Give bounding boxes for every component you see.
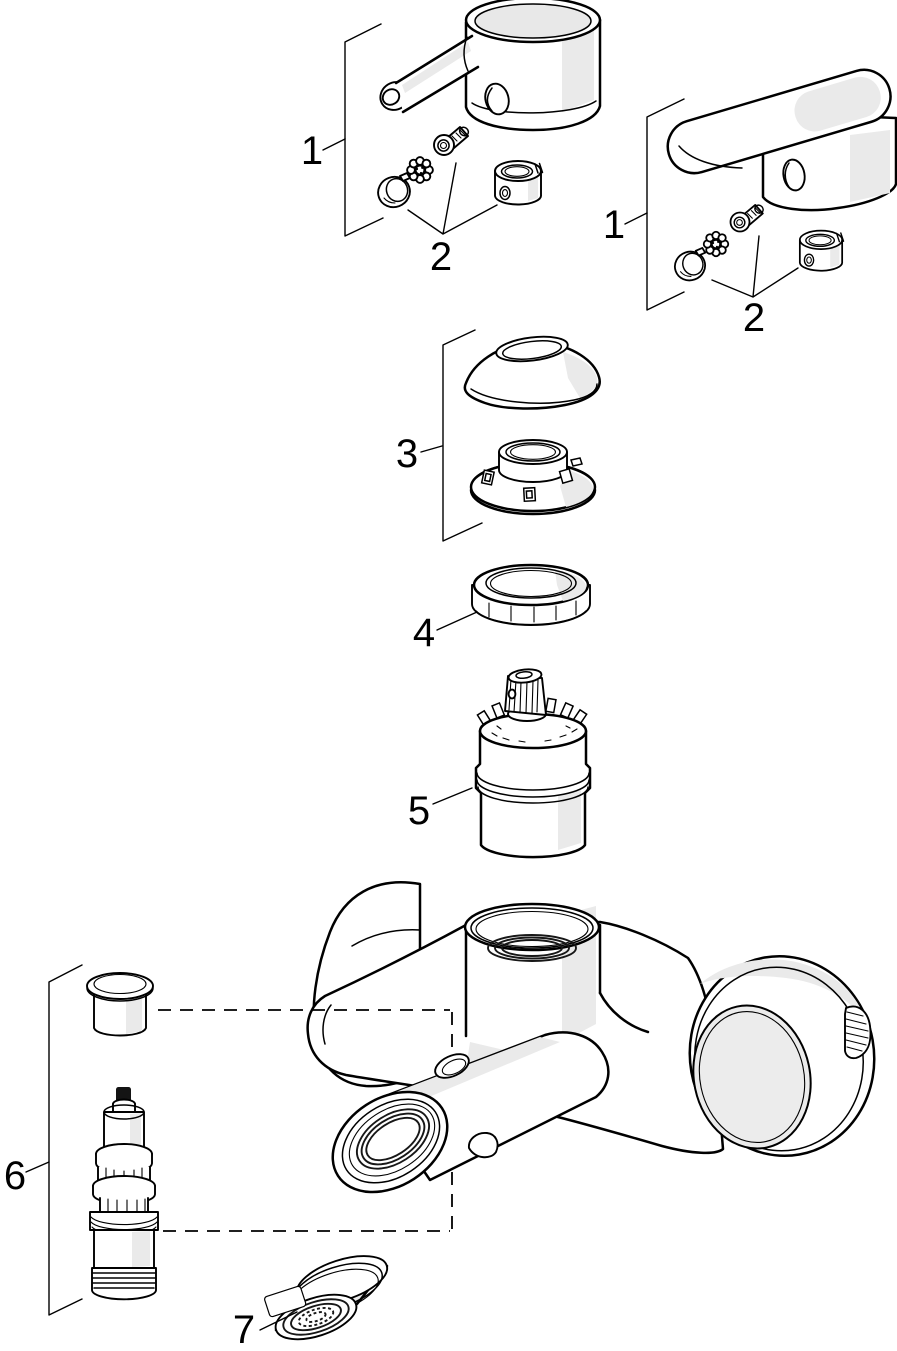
part-label-2-right: 2 [743,296,765,340]
part-faucet-body [306,881,876,1194]
part-check-valve [89,1087,159,1301]
callout-6: 6 [4,964,83,1316]
callout-1-right: 1 [603,98,685,311]
callout-3: 3 [396,329,483,542]
spout [331,1031,610,1194]
knurled-nut [844,1005,872,1060]
part-label-1-left: 1 [301,129,323,173]
part-cover-dome [463,335,601,410]
collar-clips [480,457,583,503]
part-aerator [264,1255,389,1341]
part-lever-handle-loop [379,0,602,132]
part-lever-handle-paddle [666,68,897,212]
part-mounting-collar [469,439,597,516]
callout-5: 5 [408,787,473,833]
assembly-dashed-lines [158,1009,453,1232]
part-label-1-right: 1 [603,203,625,247]
part-locking-ring [471,563,591,626]
callout-2-right: 2 [743,296,765,340]
part-label-4: 4 [413,611,435,655]
callout-7: 7 [233,1308,298,1351]
cartridge-seat [463,902,650,1047]
part-cartridge [474,668,592,859]
part-label-5: 5 [408,789,430,833]
cartridge-stem [504,668,547,722]
callout-1-left: 1 [301,23,384,237]
part-fixing-set-right [669,202,845,298]
part-fixing-set-left [372,124,544,235]
part-label-7: 7 [233,1308,255,1351]
part-label-6: 6 [4,1154,26,1198]
callout-2-left: 2 [430,235,452,279]
lever-rod [379,34,480,114]
part-label-2-left: 2 [430,235,452,279]
part-label-3: 3 [396,432,418,476]
callout-4: 4 [413,611,478,655]
part-cover-plug [86,972,154,1037]
